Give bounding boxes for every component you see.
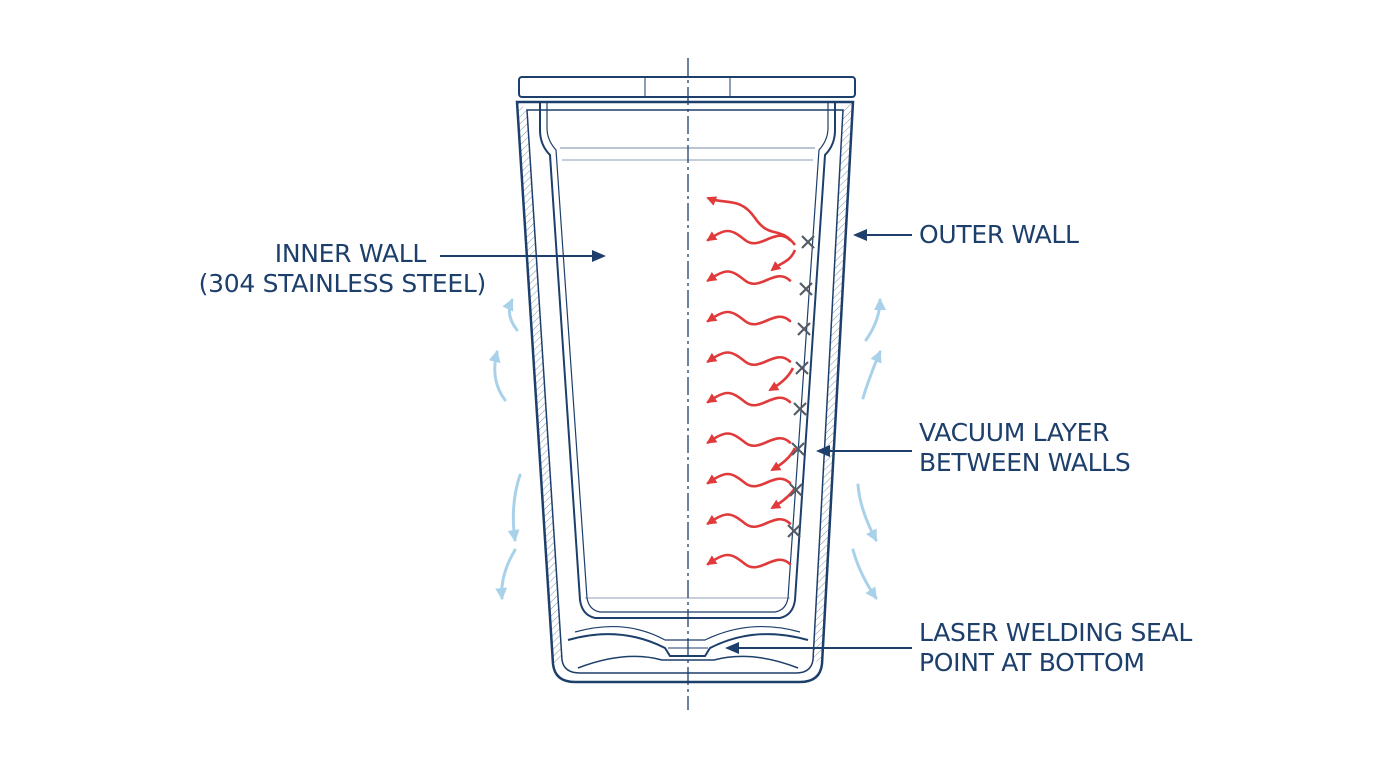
airflow-arrow-right-3 [856, 483, 878, 542]
blocked-mark-1 [801, 235, 815, 249]
heat-arrow-top [706, 196, 797, 246]
airflow-arrow-left-2 [488, 350, 507, 402]
vacuum-layer-label-line2: BETWEEN WALLS [919, 448, 1131, 477]
vacuum-layer-label-line1: VACUUM LAYER [919, 418, 1110, 447]
vacuum-layer-label: VACUUM LAYER BETWEEN WALLS [919, 418, 1131, 478]
outer-wall-label: OUTER WALL [919, 220, 1079, 250]
heat-reflect-arrow-1 [770, 249, 797, 272]
heat-reflect-arrow-4 [770, 487, 797, 510]
airflow-arrow-left-1 [502, 298, 519, 332]
outer-wall-label-line1: OUTER WALL [919, 220, 1079, 249]
heat-arrow-7 [706, 472, 792, 488]
heat-arrow-6 [706, 432, 792, 448]
blocked-mark-2 [799, 282, 813, 296]
heat-arrow-2 [706, 270, 792, 286]
heat-reflect-arrow-3 [770, 447, 797, 472]
heat-arrow-3 [706, 310, 792, 326]
inner-wall-label-line2: (304 STAINLESS STEEL) [198, 269, 487, 298]
laser-weld-label-line2: POINT AT BOTTOM [919, 648, 1145, 677]
heat-reflect-arrow-2 [768, 367, 795, 392]
inner-wall-label: INNER WALL (304 STAINLESS STEEL) [186, 239, 487, 299]
airflow-arrow-left-3 [507, 473, 522, 542]
blocked-mark-3 [797, 322, 811, 336]
laser-weld-label-line1: LASER WELDING SEAL [919, 618, 1192, 647]
heat-arrow-1 [706, 229, 792, 245]
heat-arrow-8 [706, 513, 792, 529]
blocked-mark-5 [793, 402, 807, 416]
heat-arrow-5 [706, 391, 792, 407]
blocked-mark-6 [791, 442, 805, 456]
blocked-mark-8 [787, 524, 801, 538]
airflow-arrow-right-2 [861, 350, 882, 400]
laser-weld-label: LASER WELDING SEAL POINT AT BOTTOM [919, 618, 1192, 678]
lid [518, 76, 856, 98]
heat-arrow-4 [706, 351, 792, 367]
heat-arrows [706, 196, 797, 569]
label-leaders [440, 229, 912, 654]
outer-wall-shape [515, 100, 855, 684]
airflow-arrow-right-1 [864, 298, 886, 342]
airflow-arrow-left-4 [495, 548, 517, 600]
blocked-mark-4 [795, 361, 809, 375]
airflow-arrows [488, 298, 886, 600]
airflow-arrow-right-4 [851, 548, 878, 600]
blocked-marks [787, 235, 815, 538]
heat-arrow-9 [706, 553, 792, 569]
blocked-mark-7 [789, 483, 803, 497]
inner-wall-label-line1: INNER WALL [274, 239, 427, 268]
